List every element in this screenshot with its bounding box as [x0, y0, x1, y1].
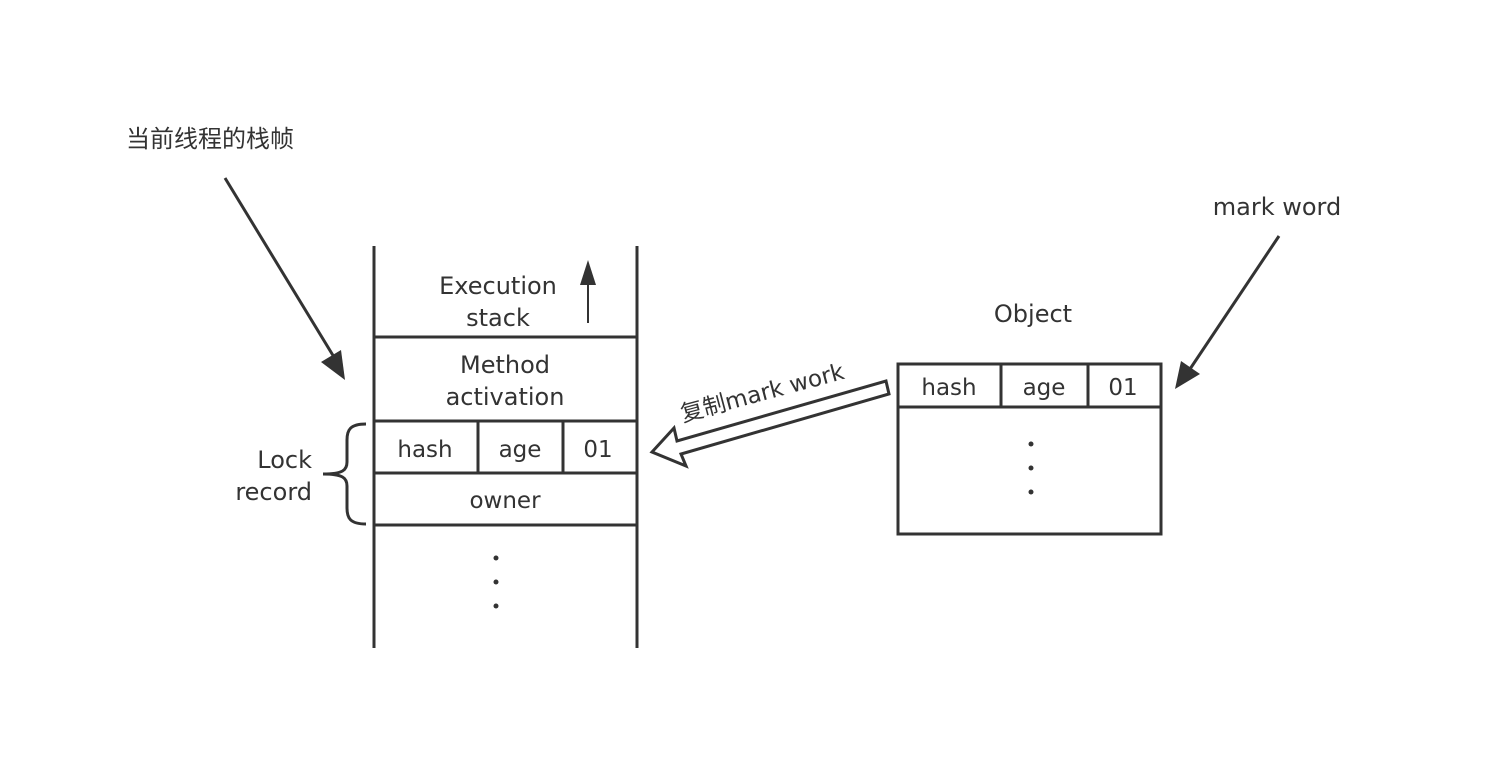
lock-record-hash-cell: hash — [397, 437, 452, 463]
execution-stack-label-line1: Execution — [439, 272, 557, 300]
method-activation-line2: activation — [446, 383, 565, 411]
object-box — [896, 362, 1163, 536]
stack-growth-arrow-icon — [580, 260, 596, 323]
stack-continuation-ellipsis — [493, 555, 499, 609]
mark-word-label: mark word — [1213, 193, 1341, 221]
execution-stack-label-line2: stack — [466, 304, 530, 332]
lock-record-label-line2: record — [235, 478, 312, 506]
stack-frame — [372, 246, 639, 648]
object-flag-cell: 01 — [1108, 375, 1137, 401]
copy-mark-word-arrow — [649, 379, 891, 469]
mark-word-arrow — [1175, 235, 1281, 389]
thread-frame-arrow — [223, 177, 345, 380]
current-thread-frame-label: 当前线程的栈帧 — [126, 125, 294, 153]
lock-record-flag-cell: 01 — [583, 437, 612, 463]
lock-record-brace — [322, 422, 367, 526]
lock-record-label-line1: Lock — [257, 446, 312, 474]
lock-record-owner-cell: owner — [469, 488, 541, 514]
object-age-cell: age — [1023, 375, 1066, 401]
object-title: Object — [994, 300, 1072, 328]
method-activation-line1: Method — [460, 351, 550, 379]
object-continuation-ellipsis — [1028, 441, 1034, 495]
object-hash-cell: hash — [921, 375, 976, 401]
lock-record-age-cell: age — [499, 437, 542, 463]
